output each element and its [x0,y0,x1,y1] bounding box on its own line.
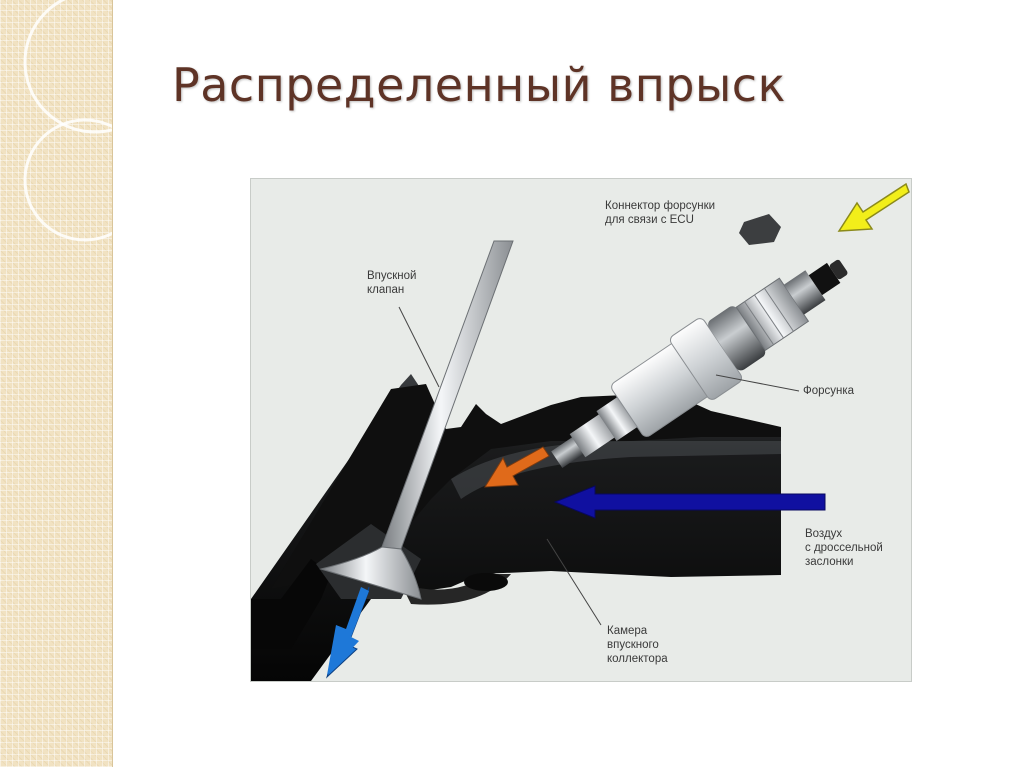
label-chamber-line1: Камера [607,624,668,638]
injection-diagram: Коннектор форсунки для связи с ECU Впуск… [250,178,912,682]
diagram-drawing [251,179,911,681]
label-chamber-line3: коллектора [607,652,668,666]
connector-cap [739,214,781,245]
label-air: Воздух с дроссельной заслонки [805,527,883,569]
label-connector: Коннектор форсунки для связи с ECU [605,199,715,227]
label-injector-line1: Форсунка [803,384,854,398]
decorative-side-strip [0,0,113,767]
label-intake-valve-line2: клапан [367,283,416,297]
yellow-signal-arrow-icon [839,184,909,231]
label-intake-valve: Впускной клапан [367,269,416,297]
label-connector-line2: для связи с ECU [605,213,715,227]
label-intake-valve-line1: Впускной [367,269,416,283]
label-air-line2: с дроссельной [805,541,883,555]
label-air-line1: Воздух [805,527,883,541]
label-air-line3: заслонки [805,555,883,569]
label-injector: Форсунка [803,384,854,398]
label-chamber: Камера впускного коллектора [607,624,668,666]
label-connector-line1: Коннектор форсунки [605,199,715,213]
decorative-circles [0,0,112,767]
manifold-body [251,374,781,681]
page-title: Распределенный впрыск [172,58,786,112]
label-chamber-line2: впускного [607,638,668,652]
